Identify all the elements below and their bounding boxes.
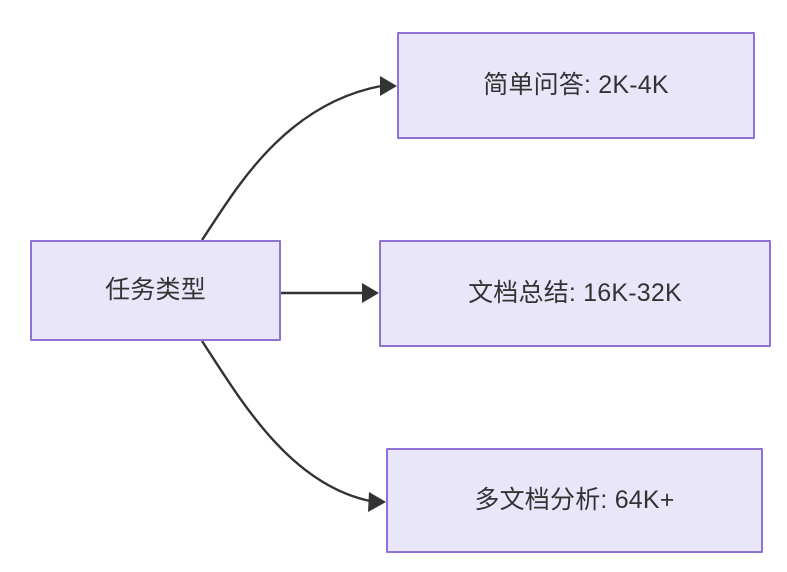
edge-root-to-simple-qa-arrowhead	[380, 76, 397, 96]
node-simple-qa[interactable]: 简单问答: 2K-4K	[397, 32, 755, 139]
node-doc-summary[interactable]: 文档总结: 16K-32K	[379, 240, 771, 347]
node-multi-doc-label: 多文档分析: 64K+	[474, 485, 675, 514]
edge-root-to-multi-doc	[200, 340, 386, 512]
node-simple-qa-label: 简单问答: 2K-4K	[483, 70, 669, 99]
node-task-type[interactable]: 任务类型	[30, 240, 281, 341]
node-doc-summary-label: 文档总结: 16K-32K	[468, 278, 682, 307]
node-task-type-label: 任务类型	[105, 275, 206, 304]
edge-root-to-multi-doc-arrowhead	[368, 492, 386, 512]
edge-root-to-simple-qa-path	[201, 84, 382, 241]
edge-root-to-doc-summary-arrowhead	[362, 283, 379, 303]
edge-root-to-simple-qa	[201, 76, 397, 241]
node-multi-doc[interactable]: 多文档分析: 64K+	[386, 448, 763, 553]
edge-root-to-doc-summary	[281, 283, 379, 303]
edge-root-to-multi-doc-path	[200, 340, 371, 503]
